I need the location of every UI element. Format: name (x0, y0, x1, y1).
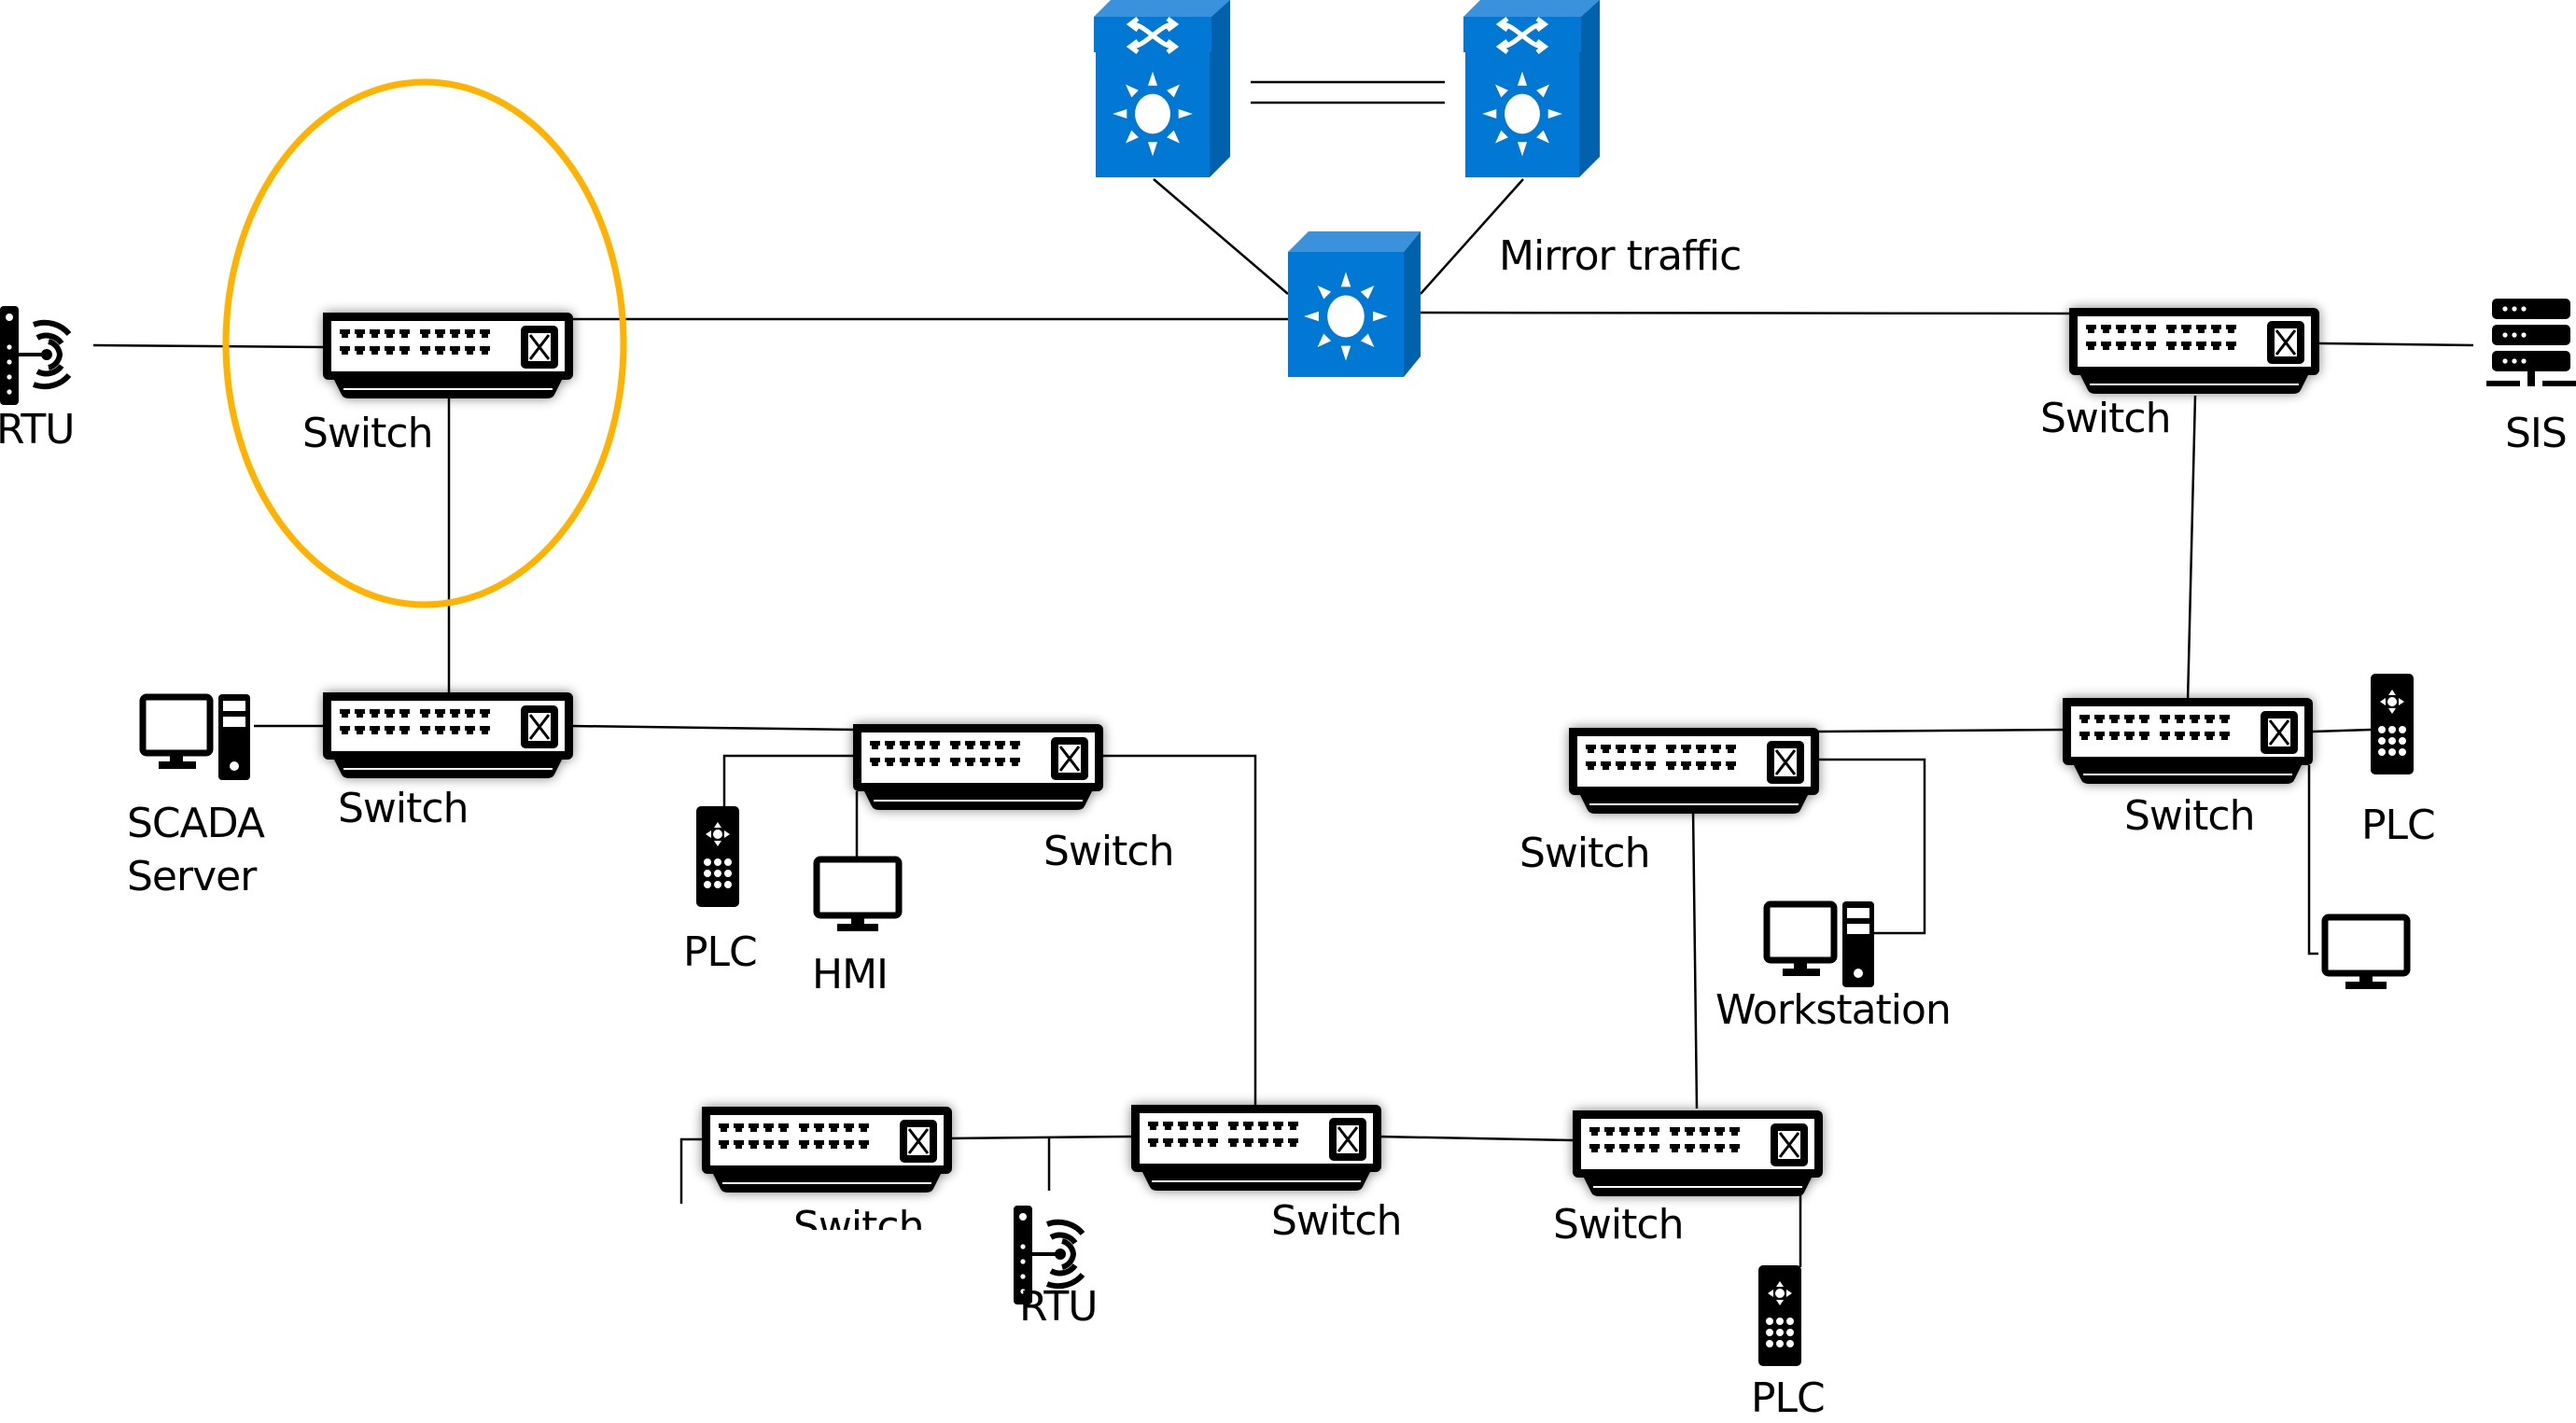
link-bottomleft-plc (679, 1137, 702, 1204)
plc-mid-label: PLC (683, 928, 758, 976)
link-coreright-mirror (1420, 178, 1524, 295)
scada-server-icon[interactable] (143, 694, 250, 780)
switch-mid[interactable] (853, 724, 1103, 810)
link-switchws-right (1817, 728, 2065, 733)
switch-top-right-label: Switch (2040, 395, 2171, 442)
plc-icon[interactable] (1758, 1265, 1801, 1366)
switch-right-label: Switch (2124, 792, 2255, 840)
link-scada-switch-mid (570, 724, 858, 732)
switch-bottom-left[interactable] (702, 1107, 952, 1193)
link-switch-sis (2318, 342, 2474, 347)
link-bottomleft-bottomcenter (942, 1135, 1132, 1140)
switch-bottom-right[interactable] (1573, 1110, 1823, 1196)
switch-workstation[interactable] (1569, 728, 1819, 814)
scada-label-line1: SCADA (127, 800, 265, 847)
link-core-switch-topright (1418, 311, 2071, 315)
link-coreleft-mirror (1153, 178, 1289, 295)
link-right-monitor (2307, 765, 2318, 956)
plc-icon-clipped[interactable] (651, 1202, 694, 1303)
sis-server-icon[interactable] (2486, 299, 2576, 386)
link-mid-bottomcenter (1101, 754, 1257, 1109)
switch-highlighted[interactable] (323, 313, 573, 398)
scada-label-line2: Server (127, 852, 257, 900)
link-right-plc (2312, 728, 2372, 733)
switch-scada-label: Switch (338, 785, 469, 832)
link-switchws-workstation (1818, 758, 1926, 935)
core-switch-left[interactable] (1094, 0, 1230, 177)
plc-icon[interactable] (696, 806, 739, 907)
mirror-layer3-switch[interactable] (1288, 231, 1421, 377)
link-bottomcenter-bottomright (1377, 1135, 1574, 1142)
sis-label: SIS (2505, 410, 2568, 457)
switch-bottom-right-label: Switch (1553, 1201, 1684, 1249)
switch-bottom-center[interactable] (1131, 1105, 1381, 1191)
workstation-label: Workstation (1715, 986, 1952, 1034)
hmi-monitor-icon[interactable] (817, 859, 899, 931)
plc-right-label: PLC (2361, 802, 2436, 849)
workstation-icon[interactable] (1767, 901, 1874, 987)
rtu-top-label: RTU (0, 406, 75, 453)
link-rtu-switch (92, 343, 326, 349)
core-switch-right[interactable] (1463, 0, 1600, 177)
switch-bottom-left-label: Switch (793, 1204, 924, 1230)
switch-bottom-center-label: Switch (1271, 1197, 1402, 1245)
rtu-icon[interactable] (0, 306, 69, 405)
plc-bottom-right-label: PLC (1751, 1374, 1826, 1422)
switch-right[interactable] (2063, 698, 2313, 784)
switch-mid-label: Switch (1043, 828, 1174, 875)
rtu-bottom-label: RTU (1019, 1283, 1098, 1331)
highlight-ellipse (222, 78, 627, 608)
switch-scada[interactable] (323, 692, 573, 778)
mirror-traffic-annotation: Mirror traffic (1499, 232, 1742, 280)
link-topright-right (2186, 395, 2197, 703)
switch-top-right[interactable] (2069, 308, 2319, 394)
link-ws-switch-bottomright (1691, 807, 1699, 1109)
switch-workstation-label: Switch (1519, 830, 1650, 877)
monitor-icon[interactable] (2325, 917, 2407, 989)
hmi-label: HMI (812, 951, 889, 998)
scada-server-label: SCADA Server (127, 800, 265, 900)
plc-icon[interactable] (2371, 674, 2414, 774)
links (92, 80, 2474, 1267)
switch-highlighted-label: Switch (302, 410, 433, 457)
link-mid-plc (722, 754, 857, 808)
